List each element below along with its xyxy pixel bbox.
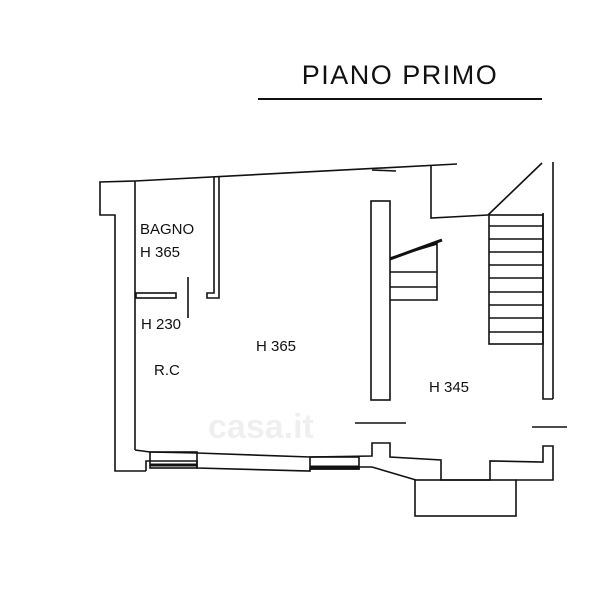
bagno-wall: [206, 177, 220, 299]
title-underline: [258, 98, 542, 100]
bagno-partition: [135, 292, 177, 299]
top-wall: [134, 163, 458, 182]
balcony: [414, 479, 517, 517]
corridor-height: H 230: [141, 316, 182, 333]
watermark: casa.it: [208, 408, 314, 446]
bagno-height: H 365: [140, 244, 181, 261]
outer-left-wall: [99, 180, 146, 472]
right-room-height: H 345: [429, 379, 470, 396]
plan-title: PIANO PRIMO: [301, 60, 499, 90]
window-left: [149, 451, 198, 469]
top-mark: [371, 169, 397, 172]
window-right: [309, 456, 360, 470]
main-room-label: R.C: [154, 362, 180, 379]
bottom-wall-inner: [134, 442, 554, 481]
small-stair: [389, 238, 443, 301]
diagonal-wall: [487, 162, 543, 216]
pillar: [370, 200, 391, 401]
stair-wall: [430, 166, 489, 219]
right-inner-wall: [542, 213, 553, 400]
bottom-wall-outer: [145, 460, 417, 481]
big-stair: [488, 214, 544, 345]
main-room-height: H 365: [256, 338, 297, 355]
bagno-label: BAGNO: [140, 221, 195, 238]
